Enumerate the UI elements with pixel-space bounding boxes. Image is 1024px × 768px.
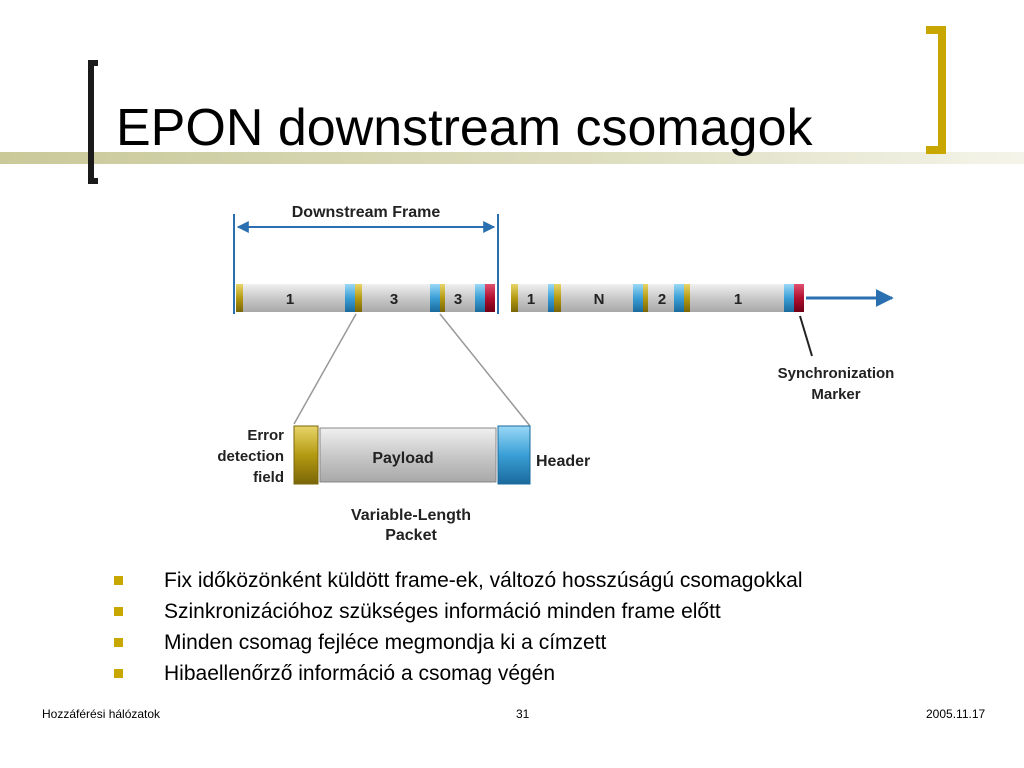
- slide-title: EPON downstream csomagok: [116, 99, 813, 157]
- bullet-text: Hibaellenőrző információ a csomag végén: [164, 661, 556, 685]
- bullet-square-icon: [114, 638, 123, 647]
- variable-length-packet: Payload: [293, 425, 531, 485]
- bullet-text: Szinkronizációhoz szükséges információ m…: [164, 599, 721, 623]
- header-block: [497, 425, 531, 485]
- payload-segment: [243, 284, 345, 312]
- bullet-item: Hibaellenőrző információ a csomag végén: [112, 658, 802, 689]
- error-detection-label: field: [253, 469, 284, 486]
- packet-number: 1: [734, 291, 742, 308]
- header-segment: [345, 284, 355, 312]
- bullet-square-icon: [114, 669, 123, 678]
- payload-segment: [518, 284, 548, 312]
- error-detection-label: detection: [217, 448, 284, 465]
- footer-date: 2005.11.17: [926, 707, 986, 721]
- packet-number: 3: [454, 291, 462, 308]
- packet-number: 2: [658, 291, 666, 308]
- packet-number: 1: [286, 291, 294, 308]
- title-bracket-right: [926, 26, 946, 154]
- header-segment: [430, 284, 440, 312]
- frame-label: Downstream Frame: [292, 204, 441, 221]
- header-segment: [784, 284, 794, 312]
- bullet-square-icon: [114, 607, 123, 616]
- header-segment: [674, 284, 684, 312]
- downstream-frame-1: 1 3 3: [236, 284, 495, 312]
- downstream-frame-2: 1 N 2 1: [511, 284, 804, 312]
- title-bracket-left: [88, 60, 98, 184]
- epon-downstream-diagram: Downstream Frame 1 3 3: [186, 190, 930, 552]
- error-detection-field-block: [293, 425, 319, 485]
- payload-segment: [362, 284, 430, 312]
- footer-course-name: Hozzáférési hálózatok: [42, 707, 161, 721]
- error-field: [684, 284, 690, 312]
- zoom-line-left: [293, 313, 357, 425]
- error-field: [554, 284, 561, 312]
- sync-marker-label: Synchronization: [778, 365, 895, 382]
- sync-marker-pointer: [799, 315, 813, 357]
- footer-page-number: 31: [516, 707, 530, 721]
- bullet-text: Minden csomag fejléce megmondja ki a cím…: [164, 630, 607, 654]
- error-field: [236, 284, 243, 312]
- payload-segment: [445, 284, 475, 312]
- header-segment: [548, 284, 554, 312]
- packet-caption: Variable-Length: [351, 507, 471, 524]
- packet-number: N: [594, 291, 605, 308]
- error-field: [643, 284, 648, 312]
- bullet-item: Szinkronizációhoz szükséges információ m…: [112, 596, 802, 627]
- sync-marker-label: Marker: [811, 386, 860, 403]
- packet-caption: Packet: [385, 527, 437, 544]
- error-field: [355, 284, 362, 312]
- bullet-text: Fix időközönként küldött frame-ek, válto…: [164, 568, 803, 592]
- bullet-item: Fix időközönként küldött frame-ek, válto…: [112, 565, 802, 596]
- header-label: Header: [536, 453, 590, 470]
- sync-marker: [794, 284, 804, 312]
- payload-label: Payload: [372, 450, 433, 467]
- bullet-item: Minden csomag fejléce megmondja ki a cím…: [112, 627, 802, 658]
- payload-segment: [690, 284, 784, 312]
- bullet-list: Fix időközönként küldött frame-ek, válto…: [112, 565, 802, 689]
- packet-number: 3: [390, 291, 398, 308]
- title-decoration-bar: [0, 152, 1024, 164]
- bullet-square-icon: [114, 576, 123, 585]
- zoom-line-right: [439, 313, 531, 427]
- header-segment: [475, 284, 485, 312]
- payload-segment: [648, 284, 674, 312]
- packet-number: 1: [527, 291, 535, 308]
- error-detection-label: Error: [247, 427, 284, 444]
- sync-marker: [485, 284, 495, 312]
- payload-segment: [561, 284, 633, 312]
- payload-block: [319, 427, 497, 483]
- header-segment: [633, 284, 643, 312]
- error-field: [511, 284, 518, 312]
- error-field: [440, 284, 445, 312]
